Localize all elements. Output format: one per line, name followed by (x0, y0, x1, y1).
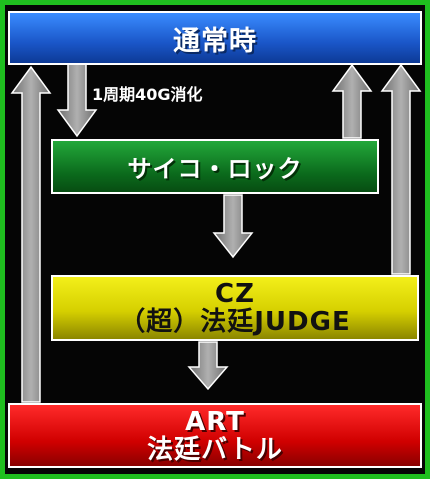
node-cz-line1: CZ (215, 279, 255, 309)
node-psycho-lock-label: サイコ・ロック (127, 155, 303, 183)
node-normal-label: 通常時 (173, 25, 257, 57)
arrow-lock-to-normal (331, 63, 373, 139)
arrows-layer (10, 61, 422, 403)
arrow-cz-to-normal (380, 63, 422, 275)
arrow-art-to-normal (10, 65, 52, 403)
node-art: ART 法廷バトル (8, 403, 422, 468)
node-cz: CZ （超）法廷JUDGE (51, 275, 419, 341)
arrow-lock-to-cz (212, 194, 254, 259)
arrow-normal-to-lock (56, 61, 98, 138)
diagram-canvas: 通常時 1周期40G消化 サイコ・ロック CZ （超）法廷JUDGE ART 法… (5, 5, 425, 474)
node-psycho-lock: サイコ・ロック (51, 139, 379, 194)
edge-label-normal-to-lock: 1周期40G消化 (92, 85, 203, 104)
node-art-line1: ART (185, 406, 245, 437)
arrow-cz-to-art (187, 341, 229, 391)
node-cz-line2: （超）法廷JUDGE (119, 307, 351, 337)
node-art-line2: 法廷バトル (147, 434, 283, 465)
node-normal: 通常時 (8, 11, 422, 65)
